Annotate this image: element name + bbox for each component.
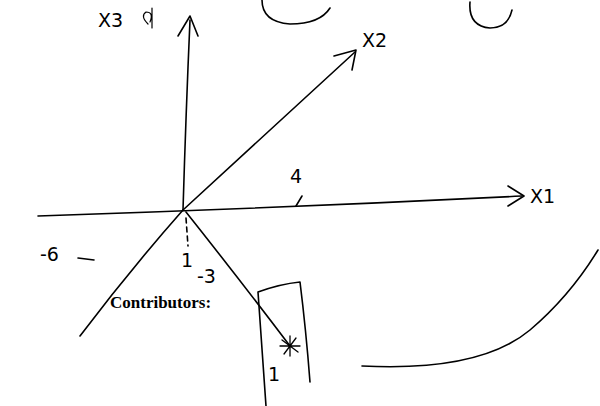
point-mark <box>280 336 300 356</box>
arrow-head <box>508 186 524 206</box>
arc-stroke <box>470 2 512 28</box>
axis-label: X1 <box>530 186 555 207</box>
dashed-line <box>186 218 188 246</box>
tick-number: 4 <box>290 166 302 187</box>
tick-number: -3 <box>197 266 216 287</box>
curve-stroke <box>362 250 598 367</box>
x2-negative <box>80 210 183 336</box>
arrow-head <box>178 16 198 36</box>
tick <box>296 196 302 206</box>
heading-text: Contributors: <box>110 294 211 313</box>
vector-line <box>186 212 290 346</box>
tick-number: 1 <box>181 250 193 271</box>
scribble <box>143 8 152 28</box>
axis-label: X3 <box>98 10 123 31</box>
arrow-head <box>334 50 356 70</box>
x1-axis <box>38 196 522 216</box>
x3-axis <box>183 20 190 210</box>
tick-number: 1 <box>268 364 280 385</box>
tick <box>78 258 94 260</box>
axis-label: X2 <box>362 30 387 51</box>
tick-number: -6 <box>40 244 59 265</box>
box-outline <box>258 282 310 406</box>
x2-axis <box>183 52 355 210</box>
arc-stroke <box>262 0 330 24</box>
